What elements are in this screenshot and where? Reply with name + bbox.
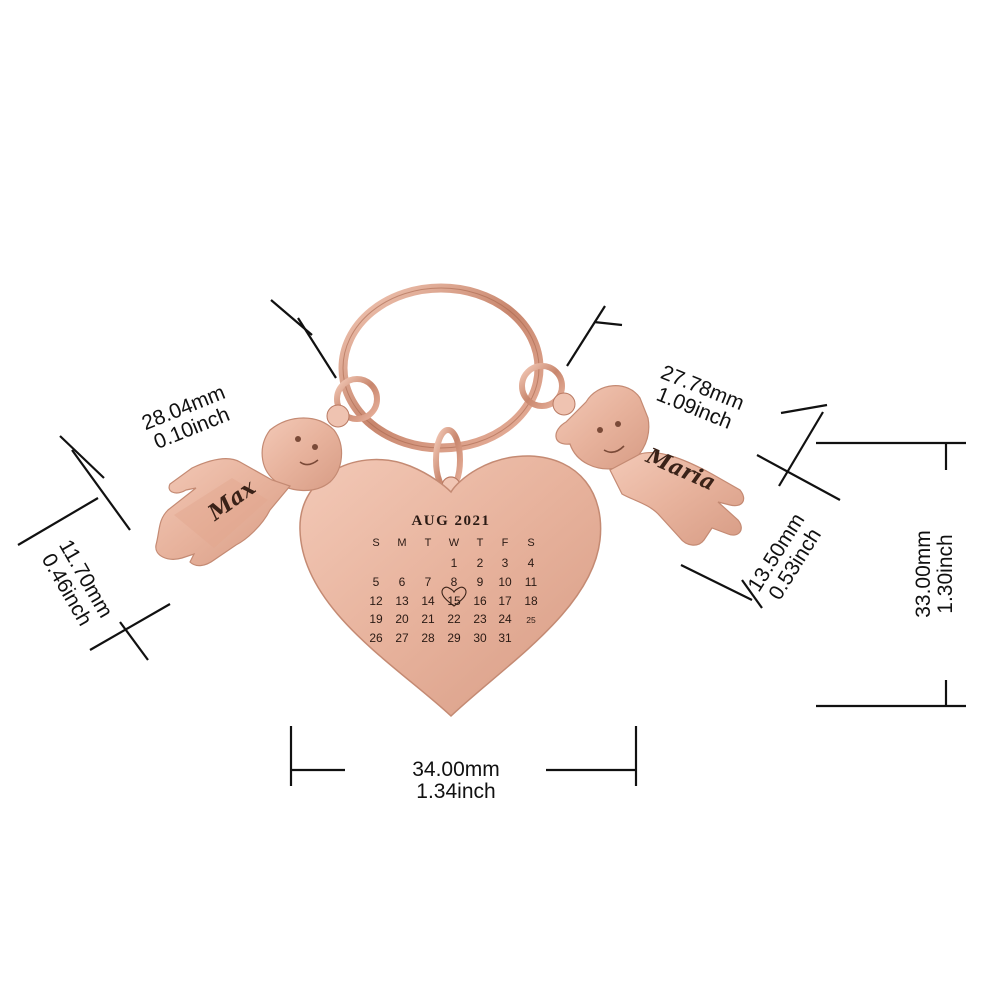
calendar-day: 18 [524, 594, 538, 608]
calendar-day: 1 [451, 556, 458, 570]
calendar-weekday: M [397, 537, 406, 549]
label-left-charm-height: 11.70mm 0.46inch [37, 536, 117, 630]
calendar-day: 31 [498, 631, 512, 645]
calendar-weekday: S [527, 537, 534, 549]
calendar-day: 9 [477, 575, 484, 589]
label-heart-width: 34.00mm 1.34inch [412, 758, 500, 803]
heart-height-mm: 33.00mm [912, 530, 935, 618]
calendar-day: 10 [498, 575, 512, 589]
calendar-day: 13 [395, 594, 409, 608]
calendar-day: 11 [525, 575, 538, 589]
calendar-weekday: S [372, 537, 379, 549]
calendar-day: 4 [528, 556, 535, 570]
label-heart-height: 33.00mm 1.30inch [912, 530, 957, 618]
calendar-day: 8 [451, 575, 458, 589]
calendar-day: 25 [526, 615, 536, 625]
calendar-weekday: T [425, 537, 432, 549]
label-left-charm-width: 28.04mm 0.10inch [139, 381, 233, 454]
calendar-weekday: W [449, 537, 460, 549]
calendar-day: 12 [369, 594, 383, 608]
charm-boy: Max [155, 376, 380, 567]
calendar-day: 17 [498, 594, 512, 608]
label-right-charm-width: 27.78mm 1.09inch [653, 361, 747, 434]
dimension-lines [17, 299, 966, 786]
calendar-day: 6 [399, 575, 406, 589]
calendar-day: 14 [421, 594, 435, 608]
calendar-day: 3 [502, 556, 509, 570]
calendar-day: 19 [369, 612, 383, 626]
charm-girl: Maria [519, 363, 745, 546]
heart-icon [441, 586, 467, 607]
calendar-day: 21 [421, 612, 435, 626]
calendar-day: 29 [447, 631, 461, 645]
calendar-weekday: F [502, 537, 509, 549]
calendar-weekday: T [477, 537, 484, 549]
heart-width-in: 1.34inch [416, 780, 495, 803]
calendar-day: 5 [373, 575, 380, 589]
heart-width-mm: 34.00mm [412, 758, 500, 781]
calendar-day: 7 [425, 575, 432, 589]
calendar-day: 28 [421, 631, 435, 645]
key-ring [338, 283, 544, 453]
calendar-day: 27 [395, 631, 409, 645]
calendar-day: 2 [477, 556, 484, 570]
calendar-day: 26 [369, 631, 383, 645]
label-right-charm-height: 13.50mm 0.53inch [744, 509, 826, 604]
calendar-day: 30 [473, 631, 487, 645]
calendar-day: 22 [447, 612, 461, 626]
calendar-day: 16 [473, 594, 487, 608]
calendar-day-highlighted: 15 [447, 594, 461, 608]
calendar-title: AUG 2021 [411, 513, 490, 529]
calendar-day: 20 [395, 612, 409, 626]
calendar-day: 24 [498, 612, 512, 626]
calendar-day: 23 [473, 612, 487, 626]
heart-height-in: 1.30inch [934, 534, 957, 613]
